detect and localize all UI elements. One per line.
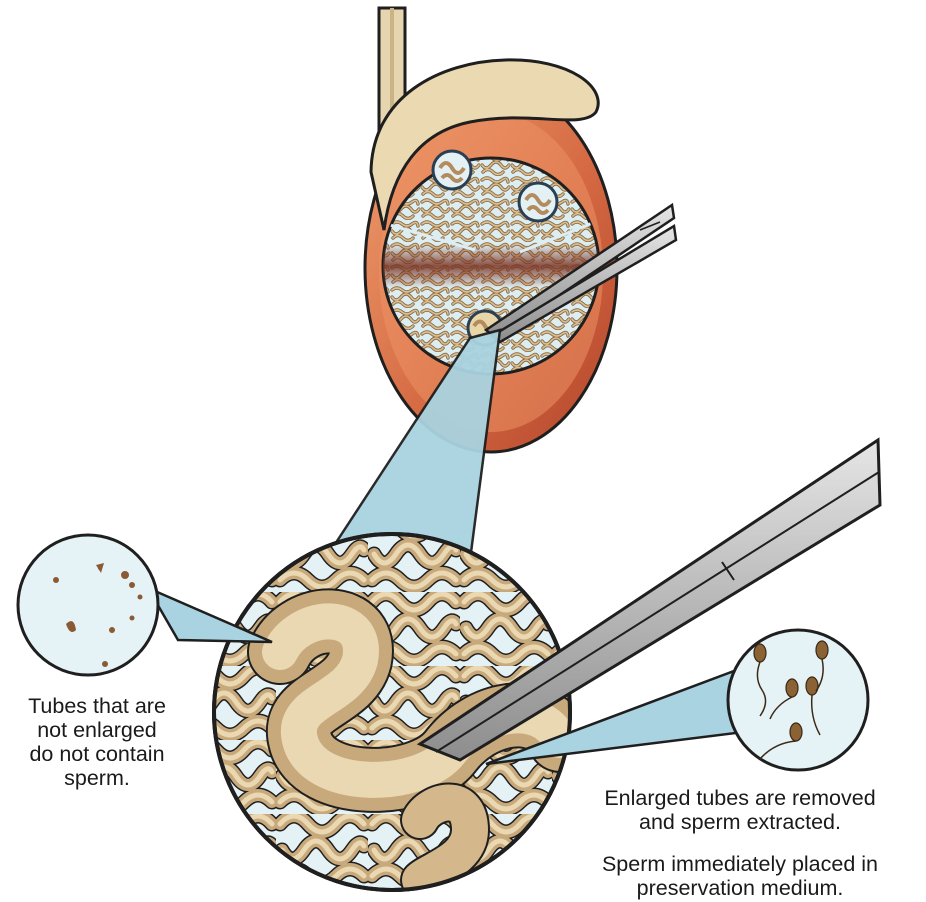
label-sperm-preservation: Sperm immediately placed in preservation…	[560, 852, 920, 900]
enlarged-tubule-cluster	[433, 151, 471, 189]
enlarged-tubule-cluster	[519, 183, 557, 221]
label-enlarged-tubes-removed: Enlarged tubes are removed and sperm ext…	[560, 786, 920, 834]
label-non-enlarged-tubes: Tubes that are not enlarged do not conta…	[2, 694, 192, 790]
